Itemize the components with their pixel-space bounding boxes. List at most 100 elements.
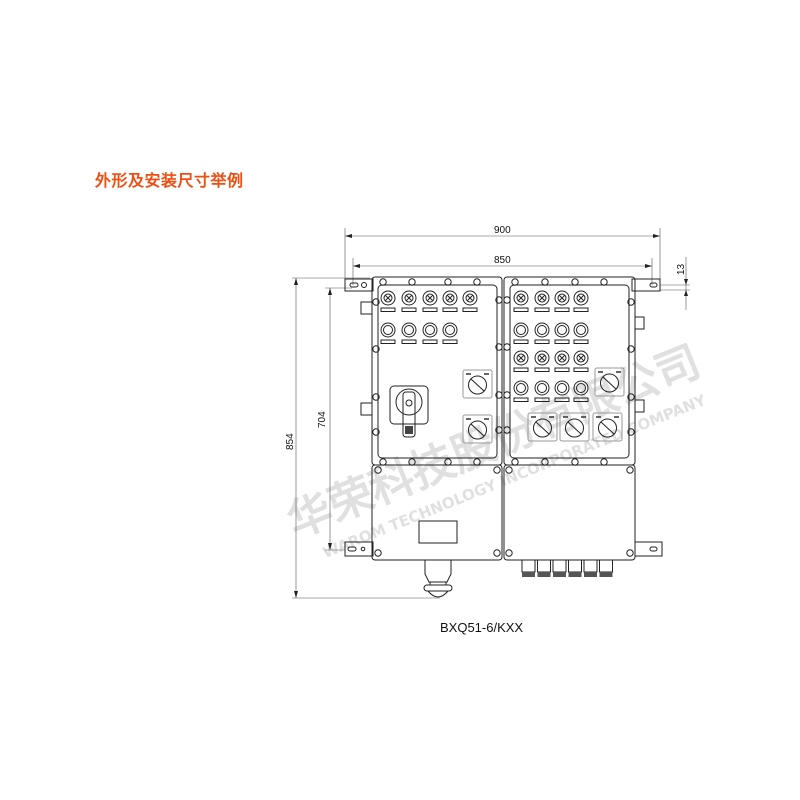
selector-switch: [600, 373, 619, 393]
cable-gland-nut: [522, 572, 535, 577]
indicator-lamp: [513, 290, 529, 306]
label-plate: [554, 339, 570, 344]
selector-switch: [533, 418, 552, 438]
lamp-cross: [577, 354, 585, 362]
bolt: [493, 466, 501, 474]
push-button: [554, 380, 570, 396]
dimension-label: 850: [494, 255, 511, 266]
indicator-lamp: [573, 290, 589, 306]
indicator-lamp-lens: [445, 293, 455, 303]
label-plate: [554, 307, 570, 312]
label-plate: [513, 307, 529, 312]
bolt: [571, 458, 579, 466]
bolt: [571, 278, 579, 286]
label-plate: [422, 339, 438, 344]
indicator-lamp-lens: [516, 293, 526, 303]
indicator-lamp: [380, 290, 396, 306]
selector-handle: [470, 378, 485, 392]
bolt: [495, 296, 503, 304]
bolt: [495, 391, 503, 399]
selector-handle: [470, 423, 485, 437]
selector-switch: [565, 418, 584, 438]
lamp-cross: [558, 354, 566, 362]
push-button: [534, 380, 550, 396]
indicator-lamp: [422, 290, 438, 306]
bolt: [495, 426, 503, 434]
selector-switch-box: [462, 369, 493, 399]
push-button-inner: [404, 325, 414, 335]
label-plate: [573, 367, 589, 372]
bolt: [626, 466, 634, 474]
push-button: [401, 322, 417, 338]
cable-gland-nut: [537, 572, 551, 577]
bolt: [503, 391, 511, 399]
lamp-cross: [466, 294, 474, 302]
selector-switch: [468, 420, 487, 440]
push-button-inner: [425, 325, 435, 335]
lower-enclosure-right: [503, 464, 636, 561]
push-button: [573, 322, 589, 338]
indicator-lamp: [554, 350, 570, 366]
lower-enclosure-left: [371, 464, 503, 561]
indicator-lamp: [534, 290, 550, 306]
selector-handle: [567, 421, 582, 435]
indicator-lamp: [513, 350, 529, 366]
label-plate: [380, 339, 396, 344]
selector-switch-box: [592, 412, 623, 442]
cable-gland: [599, 560, 613, 573]
push-button: [534, 322, 550, 338]
cable-gland: [521, 560, 536, 573]
bolt: [444, 278, 452, 286]
push-button: [442, 322, 458, 338]
label-plate: [513, 339, 529, 344]
bolt: [493, 549, 501, 557]
selector-handle: [600, 421, 615, 435]
main-rotary-switch: [389, 385, 429, 438]
bolt: [541, 458, 549, 466]
push-button-inner: [557, 383, 567, 393]
cable-gland: [552, 560, 567, 573]
cable-gland-nut: [584, 572, 597, 577]
bolt: [503, 343, 511, 351]
label-plate: [554, 367, 570, 372]
label-plate: [573, 307, 589, 312]
cable-gland-nut: [599, 572, 613, 577]
selector-switch: [598, 418, 617, 438]
label-plate: [442, 339, 458, 344]
bolt: [627, 428, 635, 436]
bolt: [473, 278, 481, 286]
bolt: [408, 278, 416, 286]
label-plate: [401, 339, 417, 344]
indicator-lamp-lens: [383, 293, 393, 303]
watermark: 华荣科技股份有限公司 WAROM TECHNOLOGY INCORPORATED…: [280, 336, 709, 562]
label-plate: [534, 367, 550, 372]
selector-switch-box: [559, 412, 590, 442]
indicator-lamp-lens: [404, 293, 414, 303]
dimension-label: 900: [494, 225, 511, 236]
dimension-13: 13: [660, 257, 690, 310]
indicator-lamp-lens: [557, 353, 567, 363]
push-button: [554, 322, 570, 338]
bolt: [600, 278, 608, 286]
lamp-cross: [538, 354, 546, 362]
dimension-label: 13: [676, 263, 687, 275]
nameplate: [418, 520, 458, 544]
push-button-inner: [576, 325, 586, 335]
label-plate: [573, 397, 589, 402]
push-button: [513, 322, 529, 338]
bolt: [444, 458, 452, 466]
lamp-cross: [517, 294, 525, 302]
push-button-inner: [516, 325, 526, 335]
selector-handle: [602, 376, 617, 390]
indicator-lamp-lens: [516, 353, 526, 363]
bolt: [511, 278, 519, 286]
bolt: [626, 549, 634, 557]
label-plate: [573, 339, 589, 344]
cable-gland-nut: [553, 572, 566, 577]
selector-switch-box: [527, 412, 558, 442]
label-plate: [534, 339, 550, 344]
bolt: [473, 458, 481, 466]
indicator-lamp: [442, 290, 458, 306]
